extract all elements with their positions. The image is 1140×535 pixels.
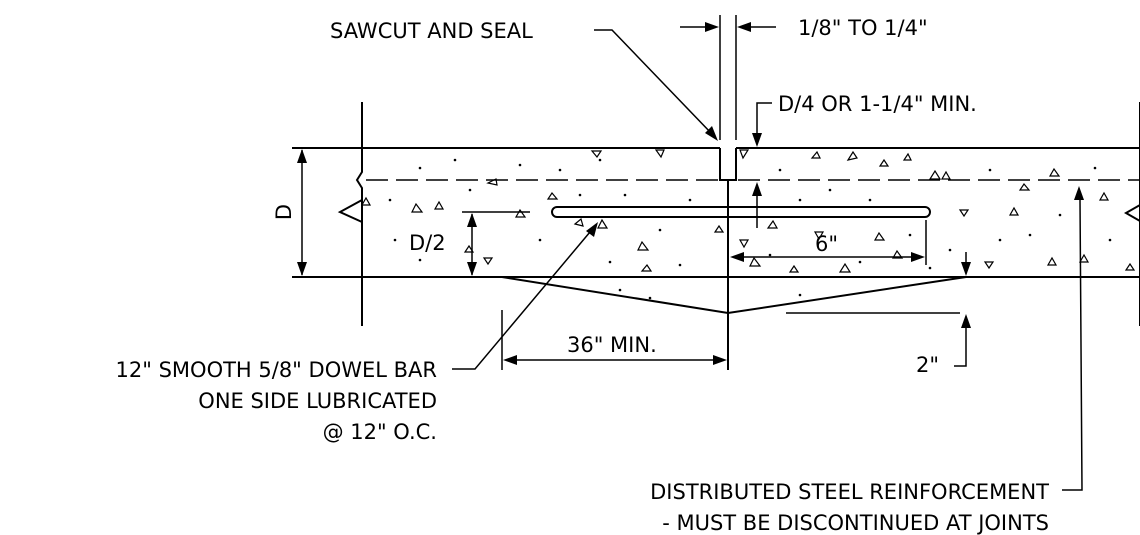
dowel-leader xyxy=(452,222,598,370)
label-dowel-line-2: ONE SIDE LUBRICATED xyxy=(198,389,437,413)
sawcut-leader xyxy=(594,29,718,141)
label-taper-length: 36" MIN. xyxy=(567,333,657,357)
dimension-gap-width xyxy=(680,15,776,140)
label-sawcut: SAWCUT AND SEAL xyxy=(330,19,533,43)
label-taper-depth: 2" xyxy=(916,353,939,377)
label-thickness: D xyxy=(272,204,296,220)
dimension-half-thickness xyxy=(462,211,530,276)
dowel-bar xyxy=(551,206,931,218)
label-dowel-line-1: 12" SMOOTH 5/8" DOWEL BAR xyxy=(116,358,437,382)
dimension-thickness xyxy=(297,149,307,276)
label-dowel-line-3: @ 12" O.C. xyxy=(323,420,437,444)
label-sawcut-depth: D/4 OR 1-1/4" MIN. xyxy=(778,92,977,116)
label-reinforcement-line-2: - MUST BE DISCONTINUED AT JOINTS xyxy=(662,511,1049,535)
sawcut-joint xyxy=(719,148,737,370)
label-reinforcement-line-1: DISTRIBUTED STEEL REINFORCEMENT xyxy=(650,480,1049,504)
left-break-line xyxy=(355,102,363,326)
label-half-thickness: D/2 xyxy=(409,231,446,255)
concrete-aggregate xyxy=(360,149,1136,300)
reinforcement-leader xyxy=(1062,186,1084,491)
dimension-sawcut-depth xyxy=(752,102,772,228)
dimension-dowel-embed xyxy=(730,220,927,265)
left-break-mark xyxy=(337,199,363,223)
label-gap-width: 1/8" TO 1/4" xyxy=(798,16,928,40)
label-dowel-embed: 6" xyxy=(815,232,838,256)
dimension-taper-length xyxy=(501,310,727,370)
dimension-taper-depth xyxy=(786,252,971,367)
right-break-mark xyxy=(1123,204,1140,222)
